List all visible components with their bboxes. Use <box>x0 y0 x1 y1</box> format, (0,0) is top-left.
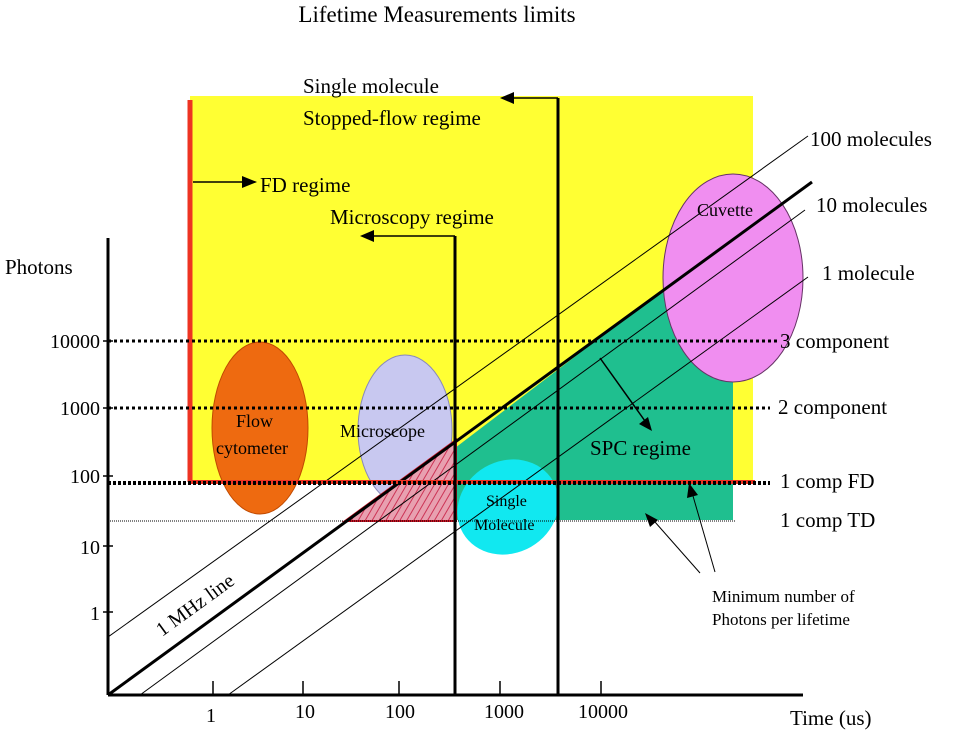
single-molecule-label: Single molecule <box>303 74 439 98</box>
y-tick-label: 10 <box>80 537 100 559</box>
y-axis-label: Photons <box>5 255 73 279</box>
spc-regime-label: SPC regime <box>590 436 691 460</box>
note-line-2: Photons per lifetime <box>712 610 850 629</box>
x-ticks <box>212 681 602 695</box>
note-line-1: Minimum number of <box>712 587 855 606</box>
label-100-molecules: 100 molecules <box>810 127 932 151</box>
label-10-molecules: 10 molecules <box>816 193 927 217</box>
x-tick-label: 1000 <box>484 701 524 723</box>
diagram-title: Lifetime Measurements limits <box>298 2 575 27</box>
line-100-molecules <box>107 135 809 638</box>
y-tick-label: 10000 <box>50 331 100 353</box>
label-1comp-td: 1 comp TD <box>780 508 875 532</box>
single-molecule-label-1: Single <box>486 493 527 510</box>
cuvette-ellipse <box>662 173 804 383</box>
microscopy-regime-label: Microscopy regime <box>330 205 494 229</box>
x-tick-label: 10 <box>295 701 315 723</box>
flow-cytometer-label-2: cytometer <box>216 438 288 458</box>
label-3-component: 3 component <box>780 329 889 353</box>
label-2-component: 2 component <box>778 395 887 419</box>
line-1-molecule <box>227 276 809 696</box>
x-tick-label: 1 <box>206 705 216 727</box>
microscope-label: Microscope <box>340 421 425 441</box>
line-1mhz <box>107 180 813 697</box>
line-10-molecules <box>139 209 806 696</box>
label-1-molecule: 1 molecule <box>822 261 915 285</box>
y-tick-label: 1000 <box>60 398 100 420</box>
flow-cytometer-label-1: Flow <box>236 411 273 431</box>
x-tick-label: 10000 <box>578 701 628 723</box>
stopped-flow-label: Stopped-flow regime <box>303 106 481 130</box>
label-1comp-fd: 1 comp FD <box>780 469 875 493</box>
fd-regime-label: FD regime <box>260 173 350 197</box>
arrows <box>193 92 716 574</box>
y-tick-label: 100 <box>70 466 100 488</box>
y-ticks <box>103 340 113 613</box>
single-molecule-label-2: Molecule <box>474 517 534 534</box>
y-tick-label: 1 <box>90 603 100 625</box>
cuvette-label: Cuvette <box>697 200 753 220</box>
x-axis-label: Time (us) <box>790 706 872 730</box>
x-tick-label: 100 <box>385 701 415 723</box>
